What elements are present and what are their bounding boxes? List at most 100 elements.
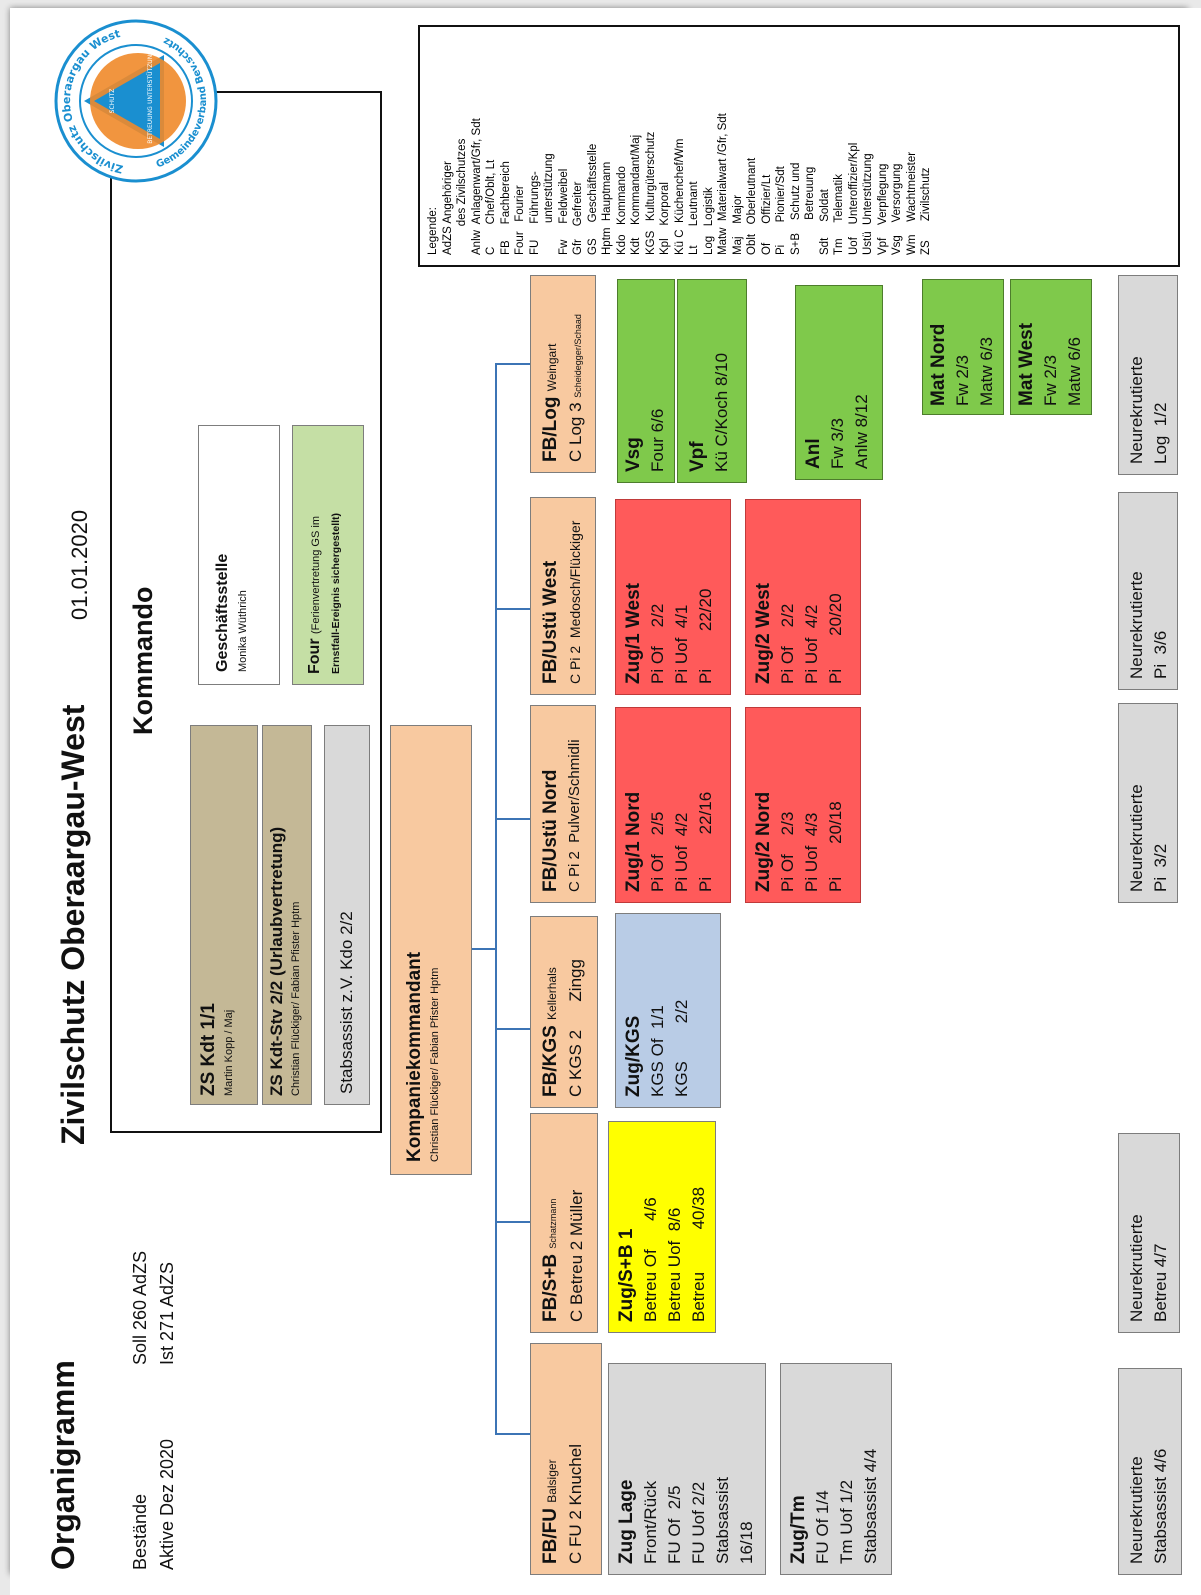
- neurekrutierte-value: Log 1/2: [1151, 402, 1170, 464]
- neurekrutierte-pi-nord-box: Neurekrutierte Pi 3/2: [1118, 703, 1178, 903]
- fb-ustue-west-box: FB/Ustü West C Pi 2 Medosch/Flückiger: [530, 497, 596, 695]
- zug-1-west-title: Zug/1 West: [623, 583, 644, 684]
- legend-entry: Anlw Anlagenwart/Gfr, Sdt: [470, 118, 483, 255]
- zug-1-nord-line: Pi 22/16: [696, 791, 715, 892]
- logo-segment-2: BETREUUNG: [147, 106, 154, 144]
- legend-entry: Matw Materialwart /Gfr, Sdt: [717, 113, 729, 255]
- anl-line: Fw 3/3: [828, 417, 847, 469]
- fb-fu-line2: C FU 2 Knuchel: [566, 1444, 585, 1564]
- zug-kgs-box: Zug/KGS KGS Of 1/1 KGS 2/2: [615, 913, 721, 1108]
- zug-1-west-box: Zug/1 West Pi Of 2/2 Pi Uof 4/1 Pi 22/20: [615, 499, 731, 695]
- fb-log-names: Scheidegger/Schaad: [573, 314, 583, 398]
- connector-west: [495, 608, 530, 610]
- legend-entry: Hptm Hauptmann: [601, 161, 613, 255]
- fb-log-box: FB/Log Weingart C Log 3 Scheidegger/Scha…: [530, 275, 596, 473]
- legend-entry: Lt Leutnant: [688, 181, 700, 255]
- legend-entry: Kpl Korporal: [659, 182, 671, 255]
- mat-nord-line: Fw 2/3: [953, 354, 972, 406]
- legend-entry: S+B Schutz und: [789, 162, 802, 255]
- date-label: 01.01.2020: [67, 509, 92, 620]
- legend-entry: Tm Telematik: [833, 174, 845, 255]
- fb-kgs-title: FB/KGS: [540, 1025, 561, 1097]
- fb-nord-line2: C Pi 2 Pulver/Schmidli: [566, 739, 583, 892]
- kommando-title: Kommando: [128, 586, 158, 736]
- neurekrutierte-pi-west-box: Neurekrutierte Pi 3/6: [1118, 492, 1178, 690]
- mat-west-line: Fw 2/3: [1041, 354, 1060, 406]
- kompaniekommandant-name: Christian Flückiger/ Fabian Pfister Hptm: [429, 967, 441, 1162]
- neurekrutierte-value: Pi 3/6: [1151, 630, 1170, 679]
- zug-lage-line: Front/Rück: [641, 1480, 660, 1564]
- fb-sb-title: FB/S+B: [540, 1253, 561, 1322]
- legend-box: Legende: AdZS Angehöriger des Zivilschut…: [418, 25, 1180, 267]
- legend-entry: unterstützung: [543, 153, 555, 255]
- fb-sb-line2: C Betreu 2 Müller: [567, 1189, 586, 1322]
- zug-sb1-line: Betreu 40/38: [689, 1186, 708, 1322]
- vpf-box: Vpf Kü C/Koch 8/10: [677, 279, 747, 483]
- zug-1-nord-box: Zug/1 Nord Pi Of 2/5 Pi Uof 4/2 Pi 22/16: [615, 707, 731, 903]
- zug-lage-box: Zug Lage Front/Rück FU Of 2/5 FU Uof 2/2…: [608, 1363, 766, 1575]
- zug-sb1-box: Zug/S+B 1 Betreu Of 4/6 Betreu Uof 8/6 B…: [608, 1121, 716, 1333]
- fb-log-line2: C Log 3: [566, 402, 585, 462]
- legend-entry: Pi Pionier/Sdt: [775, 166, 787, 255]
- zug-sb1-line: Betreu Of 4/6: [641, 1197, 660, 1322]
- kommandant-name: Martin Kopp / Maj: [223, 1009, 235, 1096]
- ist-value: Ist 271 AdZS: [157, 1261, 177, 1365]
- four-box: Four (Ferienvertretung GS im Ernstfall-E…: [292, 425, 364, 685]
- vsg-title: Vsg: [623, 437, 644, 472]
- mat-nord-title: Mat Nord: [928, 323, 949, 406]
- geschaeftsstelle-name: Monika Wüthrich: [237, 590, 249, 672]
- zug-tm-box: Zug/Tm FU Of 1/4 Tm Uof 1/2 Stabsassist …: [780, 1363, 892, 1575]
- mat-west-box: Mat West Fw 2/3 Matw 6/6: [1010, 279, 1092, 415]
- legend-entry: Sdt Soldat: [818, 189, 831, 255]
- four-title: Four: [306, 638, 323, 674]
- neurekrutierte-value: Pi 3/2: [1151, 843, 1170, 892]
- zug-lage-line: FU Of 2/5: [665, 1485, 684, 1564]
- stabsassist-kdo-box: Stabsassist z.V. Kdo 2/2: [324, 725, 370, 1105]
- zug-sb1-line: Betreu Uof 8/6: [665, 1207, 684, 1322]
- mat-nord-line: Matw 6/3: [977, 337, 996, 406]
- kommandant-box: ZS Kdt 1/1 Martin Kopp / Maj: [190, 725, 258, 1105]
- kommandant-title: ZS Kdt 1/1: [198, 1003, 219, 1096]
- document-page: Organigramm Zivilschutz Oberaargau-West …: [10, 8, 1201, 1595]
- kompaniekommandant-title: Kompaniekommandant: [404, 951, 425, 1162]
- fb-log-title: FB/Log: [540, 396, 561, 462]
- connector-nord: [495, 818, 530, 820]
- vsg-line: Four 6/6: [648, 408, 667, 472]
- neurekrutierte-value: Betreu 4/7: [1151, 1243, 1170, 1322]
- zug-tm-line: Stabsassist 4/4: [861, 1448, 880, 1564]
- geschaeftsstelle-title: Geschäftsstelle: [214, 553, 231, 672]
- neurekrutierte-label: Neurekrutierte: [1127, 784, 1146, 892]
- anl-box: Anl Fw 3/3 Anlw 8/12: [795, 285, 883, 480]
- legend-entry: FU Führungs-: [528, 171, 541, 255]
- zug-1-west-line: Pi Of 2/2: [648, 603, 667, 684]
- legend-entry: Gfr Gefreiter: [572, 181, 584, 256]
- legend-entry: GS Geschäftsstelle: [586, 143, 599, 255]
- neurekrutierte-log-box: Neurekrutierte Log 1/2: [1118, 275, 1178, 475]
- zug-2-west-line: Pi 20/20: [826, 593, 845, 684]
- four-note-line2: Ernstfall-Ereignis sichergestellt): [330, 512, 342, 674]
- zug-1-nord-line: Pi Uof 4/2: [672, 812, 691, 892]
- zug-kgs-line: KGS Of 1/1: [648, 1005, 667, 1097]
- zug-2-west-box: Zug/2 West Pi Of 2/2 Pi Uof 4/2 Pi 20/20: [745, 499, 861, 695]
- connector-kompanie: [472, 948, 496, 950]
- zug-2-west-line: Pi Of 2/2: [778, 603, 797, 684]
- legend-title: Legende:: [427, 207, 439, 255]
- legend-entry: AdZS Angehöriger: [441, 161, 454, 255]
- legend-entry: C Chef/Oblt, Lt: [485, 159, 497, 255]
- legend-entry: Kü C Küchenchef/Wm: [673, 138, 686, 255]
- fb-ustue-nord-box: FB/Ustü Nord C Pi 2 Pulver/Schmidli: [530, 705, 596, 903]
- neurekrutierte-label: Neurekrutierte: [1127, 1456, 1146, 1564]
- legend-entry: Four Fourier: [514, 185, 526, 255]
- legend-entry: Vpf Verpflegung: [876, 163, 889, 255]
- kommandant-stv-name: Christian Flückiger/ Fabian Pfister Hptm: [290, 901, 302, 1096]
- legend-entry: des Zivilschutzes: [456, 138, 468, 255]
- fb-fu-title: FB/FU: [540, 1508, 561, 1564]
- zug-2-nord-line: Pi Uof 4/3: [802, 812, 821, 892]
- zug-tm-line: FU Of 1/4: [813, 1490, 832, 1564]
- kompaniekommandant-box: Kompaniekommandant Christian Flückiger/ …: [390, 725, 472, 1175]
- connector-horizontal: [495, 363, 497, 1435]
- organization-title: Zivilschutz Oberaargau-West: [55, 704, 91, 1145]
- neurekrutierte-betreu-box: Neurekrutierte Betreu 4/7: [1118, 1133, 1180, 1333]
- mat-nord-box: Mat Nord Fw 2/3 Matw 6/3: [922, 279, 1004, 415]
